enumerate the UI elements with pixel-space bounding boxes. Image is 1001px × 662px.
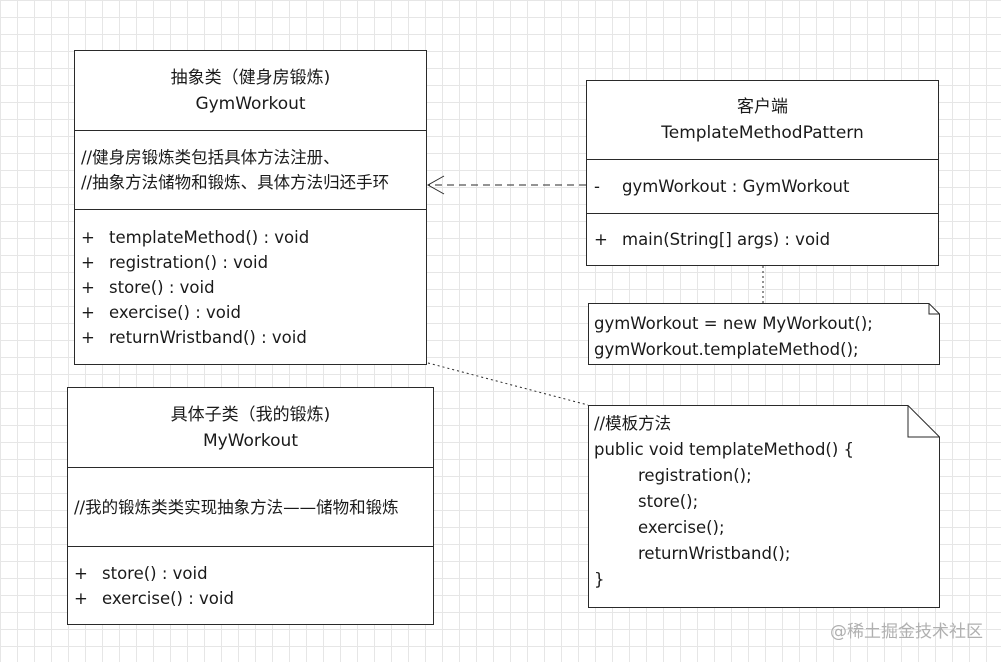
method-signature: store() : void [109, 278, 215, 297]
code-line: gymWorkout = new MyWorkout(); [594, 314, 873, 333]
method-row: + exercise() : void [81, 300, 426, 325]
gym-workout-methods: + templateMethod() : void + registration… [75, 210, 426, 364]
visibility-marker: + [81, 303, 95, 322]
my-workout-class[interactable]: 具体子类（我的锻炼) MyWorkout //我的锻炼类类实现抽象方法——储物和… [67, 387, 434, 625]
template-method-note[interactable]: //模板方法 public void templateMethod() { re… [588, 405, 940, 608]
client-title-en: TemplateMethodPattern [661, 123, 864, 143]
code-line: public void templateMethod() { [594, 440, 855, 459]
code-line: registration(); [638, 466, 752, 485]
method-signature: returnWristband() : void [109, 328, 307, 347]
my-workout-header: 具体子类（我的锻炼) MyWorkout [68, 388, 433, 468]
visibility-marker: + [594, 230, 608, 249]
note-text: //模板方法 public void templateMethod() { re… [588, 405, 940, 593]
field-signature: gymWorkout : GymWorkout [622, 177, 850, 196]
method-signature: main(String[] args) : void [622, 230, 831, 249]
my-workout-comment: //我的锻炼类类实现抽象方法——储物和锻炼 [68, 468, 433, 547]
comment-line: //健身房锻炼类包括具体方法注册、 [81, 148, 340, 167]
method-row: + main(String[] args) : void [594, 227, 938, 252]
method-row: + returnWristband() : void [81, 325, 426, 350]
watermark: @稀土掘金技术社区 [830, 622, 983, 642]
method-row: + templateMethod() : void [81, 225, 426, 250]
code-line: //模板方法 [594, 414, 672, 433]
client-fields: - gymWorkout : GymWorkout [587, 160, 938, 214]
gym-workout-header: 抽象类（健身房锻炼) GymWorkout [75, 51, 426, 131]
code-line: returnWristband(); [638, 544, 791, 563]
gym-workout-comment: //健身房锻炼类包括具体方法注册、 //抽象方法储物和锻炼、具体方法归还手环 [75, 131, 426, 210]
method-signature: registration() : void [109, 253, 269, 272]
gym-workout-class[interactable]: 抽象类（健身房锻炼) GymWorkout //健身房锻炼类包括具体方法注册、 … [74, 50, 427, 365]
method-row: + store() : void [74, 561, 433, 586]
client-header: 客户端 TemplateMethodPattern [587, 81, 938, 160]
code-line: gymWorkout.templateMethod(); [594, 340, 859, 359]
gym-workout-title-en: GymWorkout [195, 93, 306, 114]
visibility-marker: + [81, 253, 95, 272]
note-shape [588, 405, 940, 608]
visibility-marker: + [74, 563, 88, 583]
code-line: } [594, 570, 605, 589]
method-signature: exercise() : void [109, 303, 241, 322]
my-workout-methods: + store() : void + exercise() : void [68, 547, 433, 624]
method-signature: store() : void [102, 563, 208, 583]
method-signature: exercise() : void [102, 588, 234, 608]
client-title-cn: 客户端 [737, 97, 788, 117]
visibility-marker: + [81, 328, 95, 347]
visibility-marker: + [81, 278, 95, 297]
template-note-link [427, 362, 589, 406]
comment-line: //我的锻炼类类实现抽象方法——储物和锻炼 [74, 497, 399, 517]
field-row: - gymWorkout : GymWorkout [594, 174, 938, 199]
client-class[interactable]: 客户端 TemplateMethodPattern - gymWorkout :… [586, 80, 939, 266]
my-workout-title-en: MyWorkout [202, 430, 298, 451]
code-line: exercise(); [638, 518, 725, 537]
note-text: gymWorkout = new MyWorkout(); gymWorkout… [588, 303, 940, 363]
method-row: + exercise() : void [74, 586, 433, 611]
visibility-marker: - [594, 177, 600, 196]
note-shape [588, 303, 940, 365]
dependency-arrow [426, 175, 586, 195]
comment-line: //抽象方法储物和锻炼、具体方法归还手环 [81, 173, 390, 192]
method-row: + registration() : void [81, 250, 426, 275]
visibility-marker: + [74, 588, 88, 608]
client-code-note[interactable]: gymWorkout = new MyWorkout(); gymWorkout… [588, 303, 940, 365]
my-workout-title-cn: 具体子类（我的锻炼) [170, 404, 331, 425]
method-signature: templateMethod() : void [109, 228, 310, 247]
code-line: store(); [638, 492, 699, 511]
visibility-marker: + [81, 228, 95, 247]
method-row: + store() : void [81, 275, 426, 300]
gym-workout-title-cn: 抽象类（健身房锻炼) [170, 67, 331, 88]
client-methods: + main(String[] args) : void [587, 214, 938, 265]
